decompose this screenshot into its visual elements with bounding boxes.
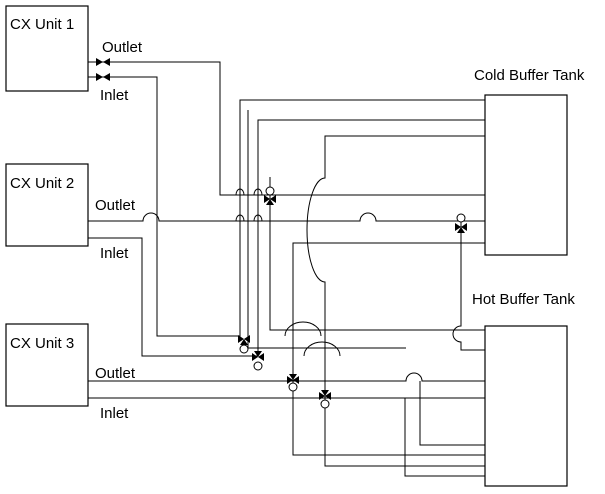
cx-unit-3-inlet-label: Inlet: [100, 405, 129, 422]
crossover-jump-4: [253, 214, 263, 222]
cx1-outlet-valve-icon[interactable]: [96, 58, 110, 66]
cx3-outlet-pipe: [88, 372, 485, 382]
cx1-inlet-valve-icon[interactable]: [96, 73, 110, 81]
cx-unit-1-inlet-label: Inlet: [100, 87, 129, 104]
cx-unit-3-label: CX Unit 3: [10, 335, 74, 352]
cx2-inlet-pipe: [88, 119, 485, 357]
control-valve-3-icon[interactable]: [238, 335, 250, 354]
cx-unit-1-outlet-label: Outlet: [102, 39, 143, 56]
cx-unit-3-outlet-label: Outlet: [95, 365, 136, 382]
crossover-jump-3: [253, 188, 263, 196]
cx2-outlet-pipe: [88, 212, 485, 222]
cx-unit-2-box: [5, 163, 89, 247]
crossover-jump-1: [235, 188, 245, 196]
control-valve-6-icon[interactable]: [319, 390, 331, 409]
cx1-inlet-pipe: [88, 76, 485, 337]
control-valve-1-icon[interactable]: [264, 186, 276, 205]
cold-tank-supply-pipe: [292, 242, 485, 456]
control-valve-4-icon[interactable]: [252, 351, 264, 371]
crossover-jump-5: [284, 321, 322, 337]
cx-unit-2-outlet-label: Outlet: [95, 197, 136, 214]
crossover-jump-2: [235, 214, 245, 222]
hot-buffer-tank-label: Hot Buffer Tank: [472, 291, 575, 308]
hot-tank-feed-pipe-1: [419, 381, 485, 446]
cx1-outlet-pipe: [88, 61, 485, 196]
cx-unit-1-box: [5, 5, 89, 92]
hot-tank-return-pipe-b: [247, 110, 406, 349]
control-valve-2-icon[interactable]: [455, 213, 467, 233]
cold-buffer-tank-box: [484, 94, 568, 256]
cx-unit-2-inlet-label: Inlet: [100, 245, 129, 262]
cx-unit-1-label: CX Unit 1: [10, 16, 74, 33]
hot-buffer-tank-box: [484, 325, 568, 487]
cx-unit-3-box: [5, 323, 89, 407]
cold-tank-crossover-pipe: [306, 135, 485, 467]
crossover-jump-6: [303, 341, 341, 357]
cold-buffer-tank-label: Cold Buffer Tank: [474, 67, 585, 84]
cx-unit-2-label: CX Unit 2: [10, 175, 74, 192]
hot-tank-return-pipe-a: [269, 177, 485, 331]
hot-tank-feed-pipe-2: [404, 398, 485, 477]
control-valve-5-icon[interactable]: [287, 374, 299, 392]
cold-to-hot-link-pipe: [452, 221, 485, 351]
